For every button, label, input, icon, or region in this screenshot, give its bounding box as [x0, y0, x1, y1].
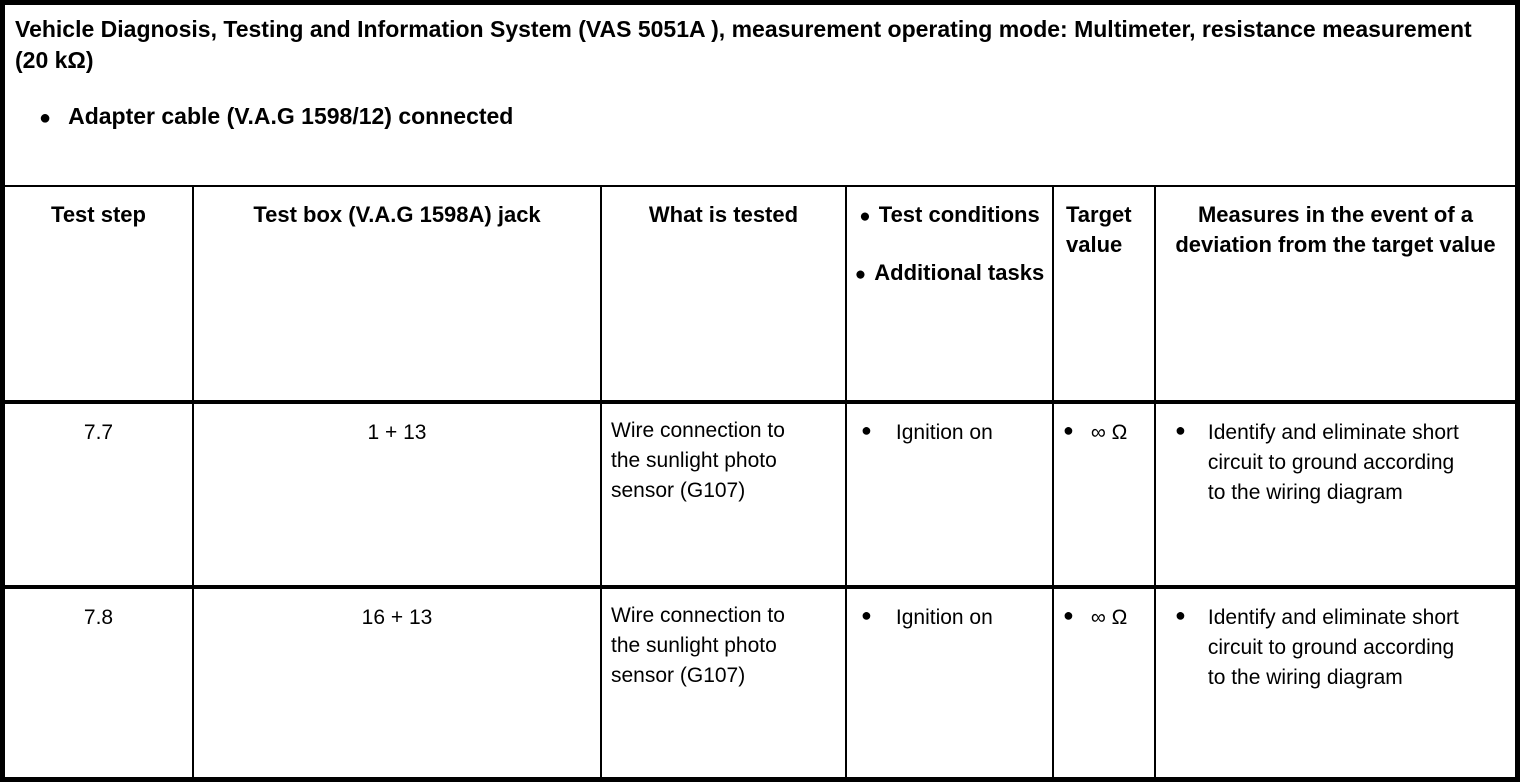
- header-cell-conditions: ● Test conditions ● Additional tasks: [845, 187, 1052, 400]
- cell-value: 7.7: [83, 421, 114, 444]
- intro-bullet-item: ● Adapter cable (V.A.G 1598/12) connecte…: [15, 103, 1505, 130]
- bullet-icon: ●: [861, 420, 872, 440]
- table-row-2-jack: 16 + 13: [192, 585, 600, 777]
- cell-value: Ignition on: [895, 606, 993, 629]
- bullet-icon: ●: [39, 107, 52, 130]
- header-label: What is tested: [648, 202, 799, 227]
- header-label: Test conditions: [878, 202, 1040, 227]
- bullet-icon: ●: [1063, 605, 1074, 625]
- header-cell-what-is-tested: What is tested: [600, 187, 845, 400]
- test-table: Test step Test box (V.A.G 1598A) jack Wh…: [5, 185, 1515, 777]
- table-row-1-measures: ● Identify and eliminate short circuit t…: [1154, 400, 1515, 585]
- table-row-2-target-value: ● ∞ Ω: [1052, 585, 1154, 777]
- table-row-1-test-step: 7.7: [5, 400, 192, 585]
- table-row-1-jack: 1 + 13: [192, 400, 600, 585]
- page-title: Vehicle Diagnosis, Testing and Informati…: [15, 16, 1472, 74]
- cell-value: Identify and eliminate short circuit to …: [1207, 421, 1459, 504]
- cell-value: Wire connection to the sunlight photo se…: [611, 604, 785, 687]
- header-label: Target value: [1066, 202, 1132, 257]
- bullet-icon: ●: [1175, 605, 1186, 625]
- header-cell-target-value: Target value: [1052, 187, 1154, 400]
- header-label: Measures in the event of a deviation fro…: [1175, 202, 1496, 257]
- header-label: Additional tasks: [874, 259, 1045, 285]
- cell-value: 1 + 13: [367, 421, 427, 444]
- bullet-icon: ●: [854, 263, 867, 285]
- header-label: Test box (V.A.G 1598A) jack: [253, 202, 541, 227]
- cell-value: Identify and eliminate short circuit to …: [1207, 606, 1459, 689]
- cell-value: 16 + 13: [361, 606, 433, 629]
- header-condition-item: ● Test conditions: [855, 200, 1045, 230]
- table-row-1-conditions: ● Ignition on: [845, 400, 1052, 585]
- header-cell-measures: Measures in the event of a deviation fro…: [1154, 187, 1515, 400]
- cell-value: Wire connection to the sunlight photo se…: [611, 419, 785, 502]
- table-row-2-measures: ● Identify and eliminate short circuit t…: [1154, 585, 1515, 777]
- table-row-2-conditions: ● Ignition on: [845, 585, 1052, 777]
- header-cell-jack: Test box (V.A.G 1598A) jack: [192, 187, 600, 400]
- header-label: Test step: [51, 202, 146, 227]
- table-row-2-test-step: 7.8: [5, 585, 192, 777]
- bullet-icon: ●: [1175, 420, 1186, 440]
- bullet-icon: ●: [861, 605, 872, 625]
- table-row-2-what-is-tested: Wire connection to the sunlight photo se…: [600, 585, 845, 777]
- intro-bullet-label: Adapter cable (V.A.G 1598/12) connected: [68, 103, 514, 130]
- cell-value: ∞ Ω: [1090, 606, 1128, 629]
- cell-value: Ignition on: [895, 421, 993, 444]
- title-block: Vehicle Diagnosis, Testing and Informati…: [5, 5, 1515, 185]
- cell-value: ∞ Ω: [1090, 421, 1128, 444]
- table-row-1-target-value: ● ∞ Ω: [1052, 400, 1154, 585]
- bullet-icon: ●: [1063, 420, 1074, 440]
- header-cell-test-step: Test step: [5, 187, 192, 400]
- cell-value: 7.8: [83, 606, 114, 629]
- table-row-1-what-is-tested: Wire connection to the sunlight photo se…: [600, 400, 845, 585]
- header-condition-item: ● Additional tasks: [855, 258, 1045, 288]
- bullet-icon: ●: [859, 206, 871, 227]
